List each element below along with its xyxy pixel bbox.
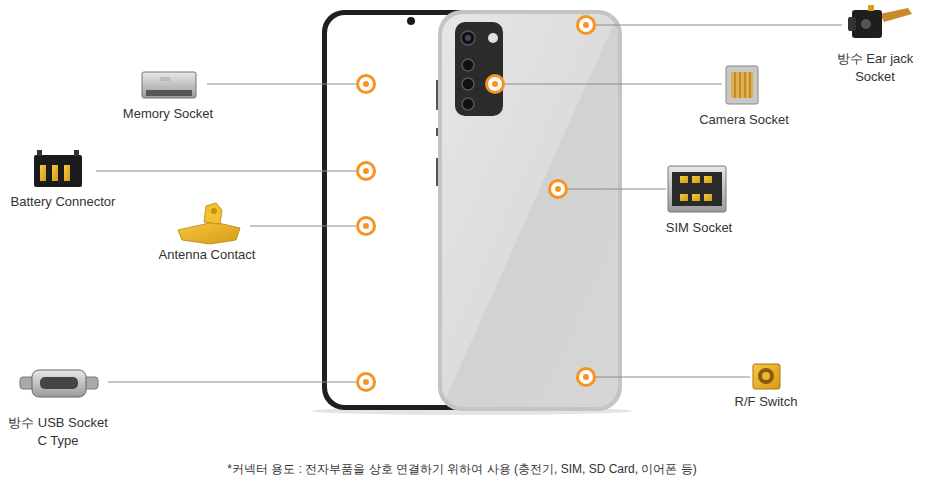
rf-switch-icon: [753, 364, 780, 389]
part-label: 방수 Ear jack Socket: [829, 50, 921, 86]
camera-socket-icon: [726, 66, 758, 104]
part-label: R/F Switch: [711, 393, 821, 411]
caption: *커넥터 용도 : 전자부품을 상호 연결하기 위하여 사용 (충전기, SIM…: [227, 461, 696, 477]
part-label: SIM Socket: [639, 219, 759, 237]
ear-jack-socket-icon: [848, 5, 912, 38]
usb-c-socket-icon: [20, 370, 98, 397]
part-label: Camera Socket: [679, 111, 809, 129]
part-label: Memory Socket: [98, 105, 238, 123]
part-label: Antenna Contact: [142, 246, 272, 264]
memory-socket-icon: [142, 72, 196, 98]
antenna-contact-icon: [178, 203, 240, 244]
part-label: Battery Connector: [4, 193, 122, 211]
part-label: 방수 USB Socket C Type: [4, 414, 112, 450]
back-phone: [438, 10, 622, 411]
leader-lines: [96, 25, 842, 382]
battery-connector-icon: [34, 150, 82, 187]
callout-dots: [356, 15, 596, 392]
sim-socket-icon: [668, 166, 726, 212]
